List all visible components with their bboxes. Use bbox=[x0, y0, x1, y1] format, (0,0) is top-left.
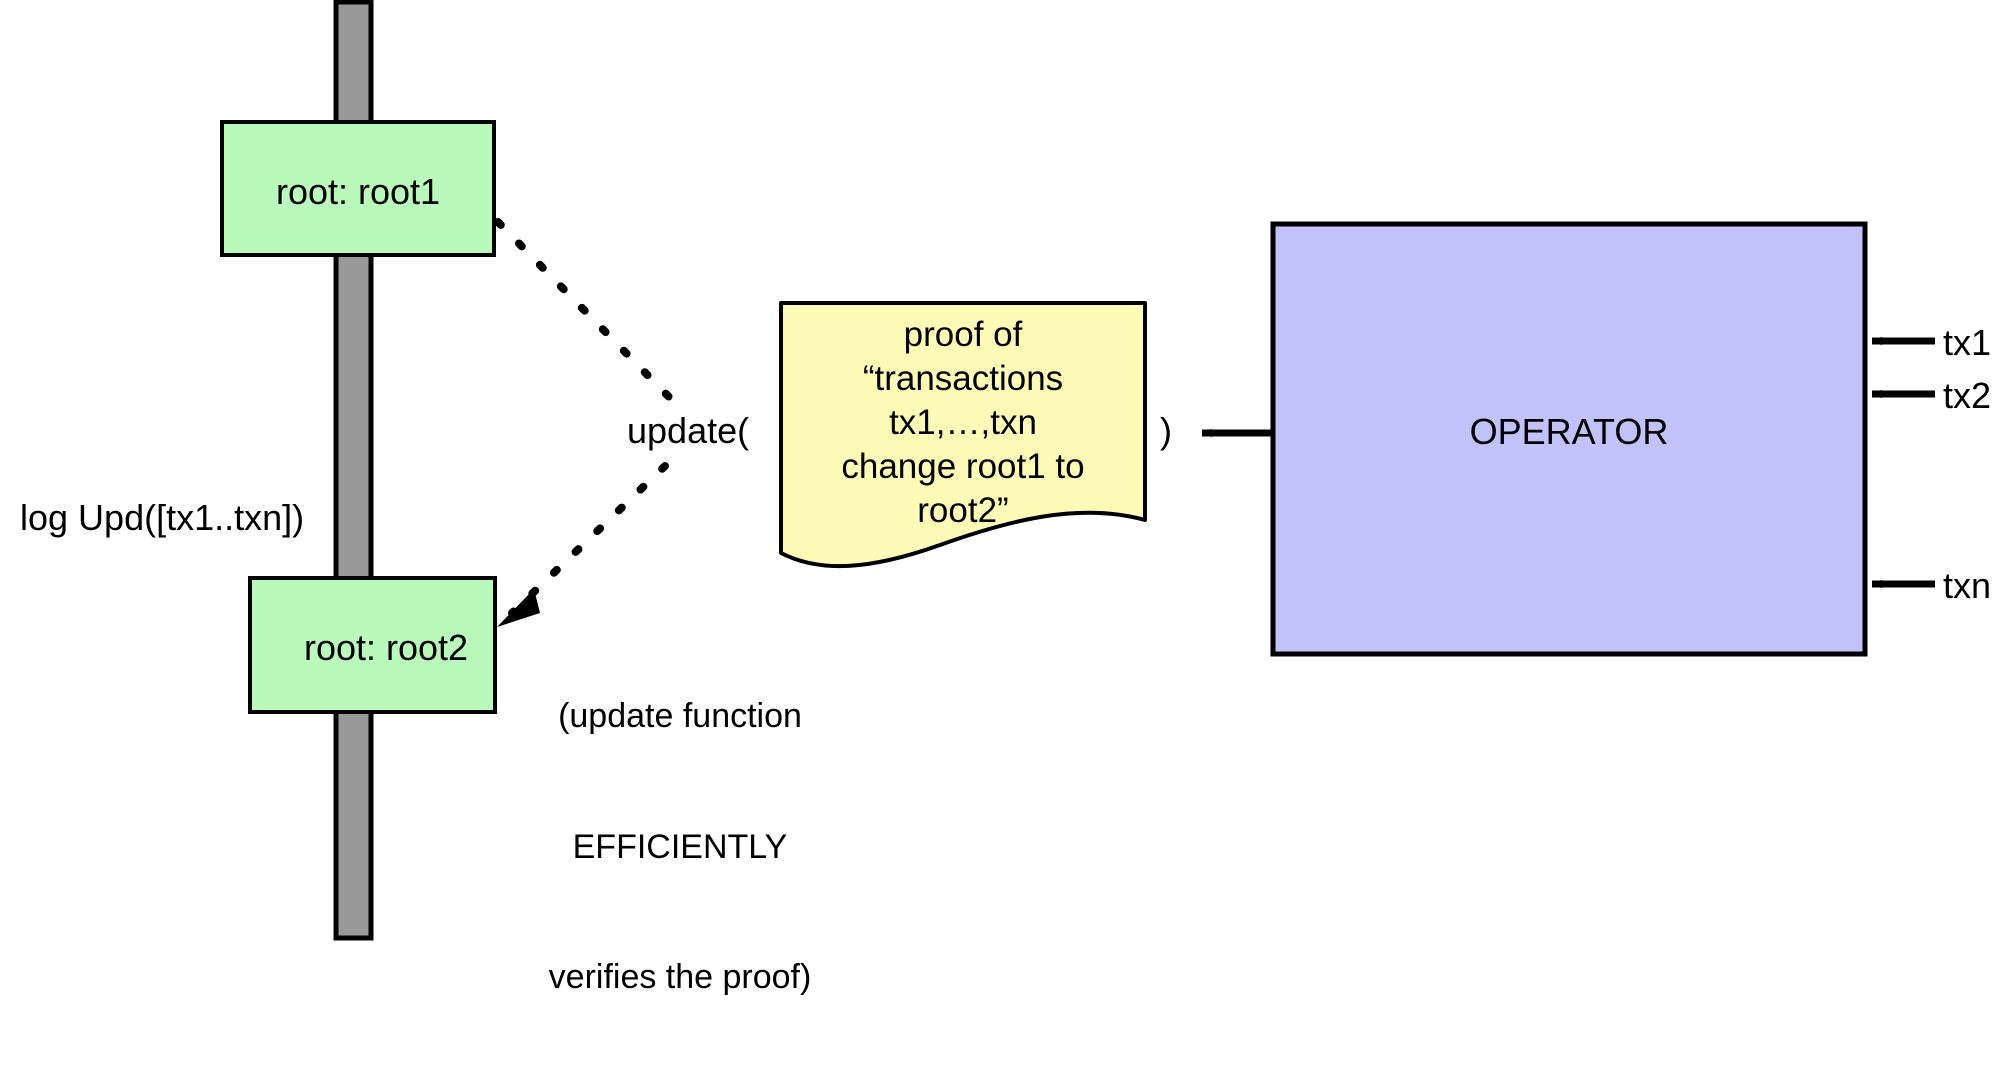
operator-label: OPERATOR bbox=[1469, 411, 1669, 452]
dotted-arrow-root1-to-update bbox=[494, 218, 674, 402]
proof-note-shape bbox=[779, 301, 1147, 569]
update-annotation-line-2: EFFICIENTLY bbox=[572, 827, 788, 866]
log-update-label: log Upd([tx1..txn]) bbox=[20, 497, 305, 538]
proof-note-text: proof of “transactions tx1,…,txn change … bbox=[841, 315, 1085, 531]
update-call-open-token: update( bbox=[627, 410, 750, 451]
tx-label-txn: txn bbox=[1943, 565, 1992, 606]
dotted-arrow-update-to-root2 bbox=[508, 462, 669, 617]
chain-block-root2-label: root: root2 bbox=[303, 627, 469, 668]
update-annotation-line-3: verifies the proof) bbox=[548, 958, 812, 997]
tx-label-tx1: tx1 bbox=[1943, 322, 1992, 363]
tx-label-tx2: tx2 bbox=[1943, 375, 1992, 416]
operator-box bbox=[1270, 221, 1868, 657]
chain-block-root2 bbox=[248, 576, 497, 714]
ethereum-chain-caption: Ethereum Chain bbox=[190, 995, 520, 1075]
chain-block-root1 bbox=[220, 120, 496, 257]
update-function-annotation: (update function EFFICIENTLY verifies th… bbox=[530, 608, 830, 1075]
update-annotation-line-1: (update function bbox=[558, 697, 802, 736]
chain-block-root1-label: root: root1 bbox=[275, 171, 441, 212]
arrowhead-into-root2 bbox=[497, 589, 540, 627]
update-call-close-token: ) bbox=[1160, 410, 1172, 451]
